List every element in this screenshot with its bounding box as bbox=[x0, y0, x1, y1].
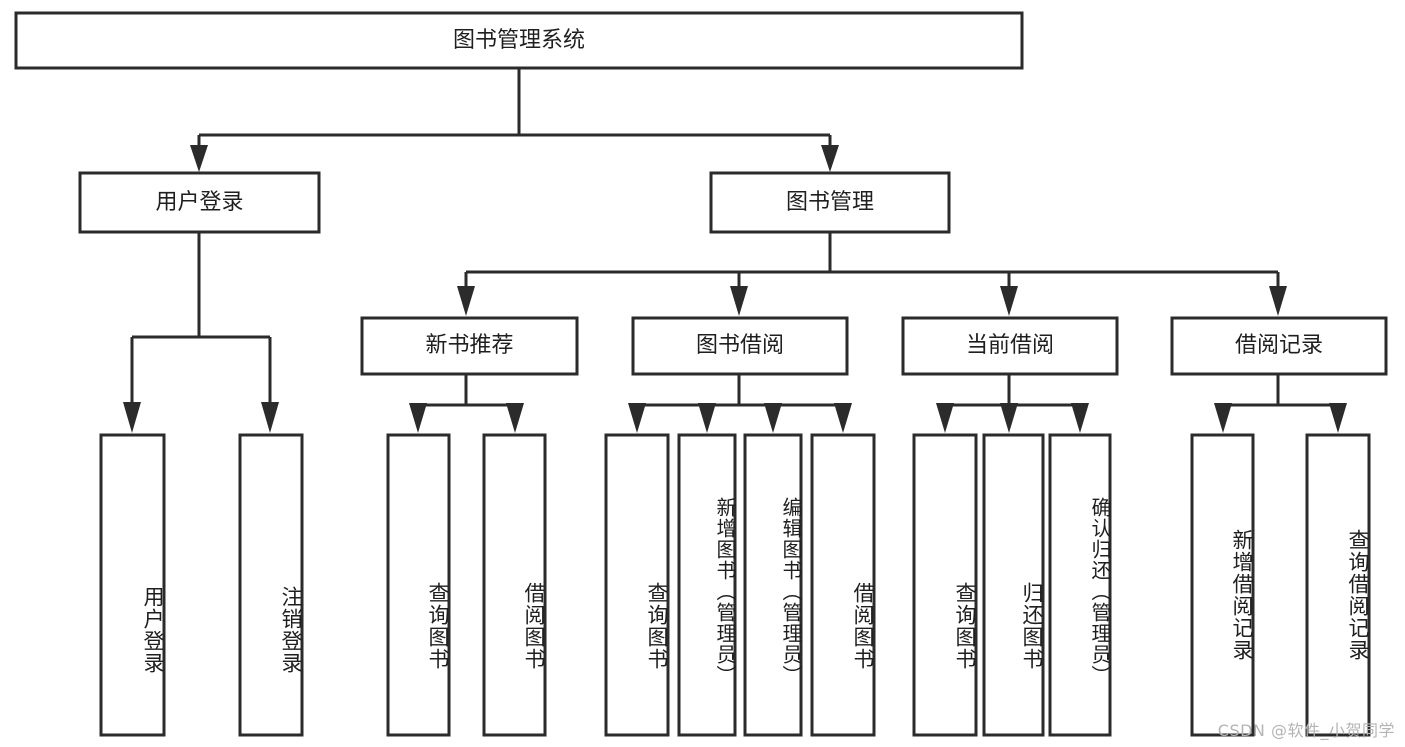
node-layer bbox=[14, 11, 1388, 737]
node-leaf-add-book-admin[interactable] bbox=[677, 433, 737, 737]
watermark-text: CSDN @软件_小贺同学 bbox=[1217, 721, 1395, 740]
node-leaf-edit-book-admin[interactable] bbox=[743, 433, 803, 737]
arrow-to-leaf-query-book-c bbox=[936, 403, 954, 433]
arrow-to-leaf-confirm-return-admin bbox=[1071, 403, 1089, 433]
arrow-to-borrow-record bbox=[1269, 286, 1287, 316]
arrow-to-new-book-rec bbox=[457, 286, 475, 316]
arrow-to-user-login bbox=[190, 145, 208, 172]
arrow-to-leaf-query-book-a bbox=[409, 403, 427, 433]
node-leaf-add-record[interactable] bbox=[1190, 433, 1255, 737]
node-leaf-logout[interactable] bbox=[238, 433, 304, 737]
arrow-to-book-manage bbox=[821, 145, 839, 172]
node-leaf-borrow-book-b[interactable] bbox=[810, 433, 876, 737]
arrow-to-book-borrow bbox=[730, 286, 748, 316]
node-leaf-query-book-b[interactable] bbox=[604, 433, 670, 737]
arrow-to-current-borrow bbox=[1000, 286, 1018, 316]
node-current-borrow[interactable] bbox=[901, 316, 1119, 376]
node-leaf-return-book[interactable] bbox=[982, 433, 1045, 737]
arrow-to-leaf-query-record bbox=[1329, 403, 1347, 433]
node-new-book-rec[interactable] bbox=[360, 316, 579, 376]
arrow-to-leaf-logout bbox=[261, 402, 279, 433]
node-borrow-record[interactable] bbox=[1170, 316, 1388, 376]
arrow-to-leaf-edit-book-admin bbox=[764, 403, 782, 433]
node-root-title[interactable] bbox=[14, 11, 1024, 70]
node-leaf-query-book-c[interactable] bbox=[912, 433, 978, 737]
node-book-manage[interactable] bbox=[709, 171, 951, 234]
node-leaf-borrow-book-a[interactable] bbox=[482, 433, 547, 737]
node-leaf-user-login[interactable] bbox=[99, 433, 166, 737]
connector-layer bbox=[123, 68, 1347, 433]
node-leaf-confirm-return-admin[interactable] bbox=[1048, 433, 1112, 737]
arrow-to-leaf-query-book-b bbox=[628, 403, 646, 433]
arrow-to-leaf-borrow-book-b bbox=[834, 403, 852, 433]
node-book-borrow[interactable] bbox=[631, 316, 849, 376]
node-leaf-query-record[interactable] bbox=[1305, 433, 1371, 737]
arrow-to-leaf-add-record bbox=[1214, 403, 1232, 433]
node-leaf-query-book-a[interactable] bbox=[386, 433, 451, 737]
arrow-to-leaf-add-book-admin bbox=[698, 403, 716, 433]
node-user-login[interactable] bbox=[78, 171, 321, 234]
arrow-to-leaf-borrow-book-a bbox=[506, 403, 524, 433]
arrow-to-leaf-return-book bbox=[1000, 403, 1018, 433]
arrow-to-leaf-user-login bbox=[123, 402, 141, 433]
